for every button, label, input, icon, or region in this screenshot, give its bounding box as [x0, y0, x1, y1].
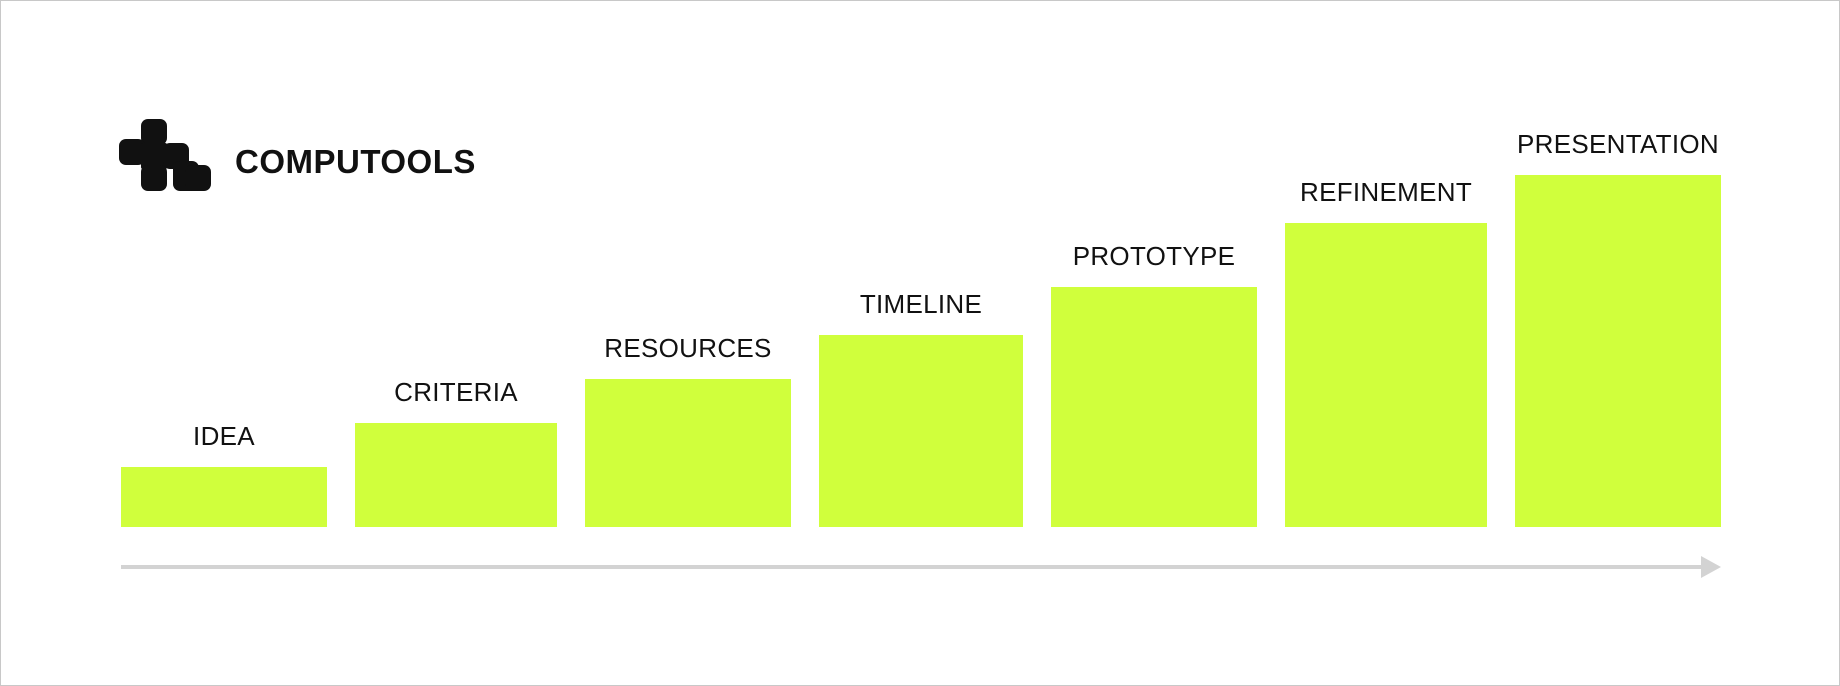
step-label-criteria: CRITERIA	[394, 377, 518, 407]
step-bar-prototype	[1051, 287, 1257, 527]
step-bar-criteria	[355, 423, 557, 527]
step-label-timeline: TIMELINE	[860, 289, 982, 319]
step-bar-idea	[121, 467, 327, 527]
step-label-refinement: REFINEMENT	[1300, 177, 1472, 207]
step-label-presentation: PRESENTATION	[1517, 129, 1719, 159]
computools-logo-icon	[119, 119, 211, 191]
step-bar-timeline	[819, 335, 1023, 527]
step-bar-refinement	[1285, 223, 1487, 527]
timeline-arrowhead-icon	[1701, 556, 1721, 578]
step-label-idea: IDEA	[193, 421, 255, 451]
step-bar-resources	[585, 379, 791, 527]
brand-name: COMPUTOOLS	[235, 143, 476, 180]
brand-logo: COMPUTOOLS	[119, 119, 476, 193]
step-label-resources: RESOURCES	[604, 333, 771, 363]
step-label-prototype: PROTOTYPE	[1073, 241, 1236, 271]
step-bar-presentation	[1515, 175, 1721, 527]
